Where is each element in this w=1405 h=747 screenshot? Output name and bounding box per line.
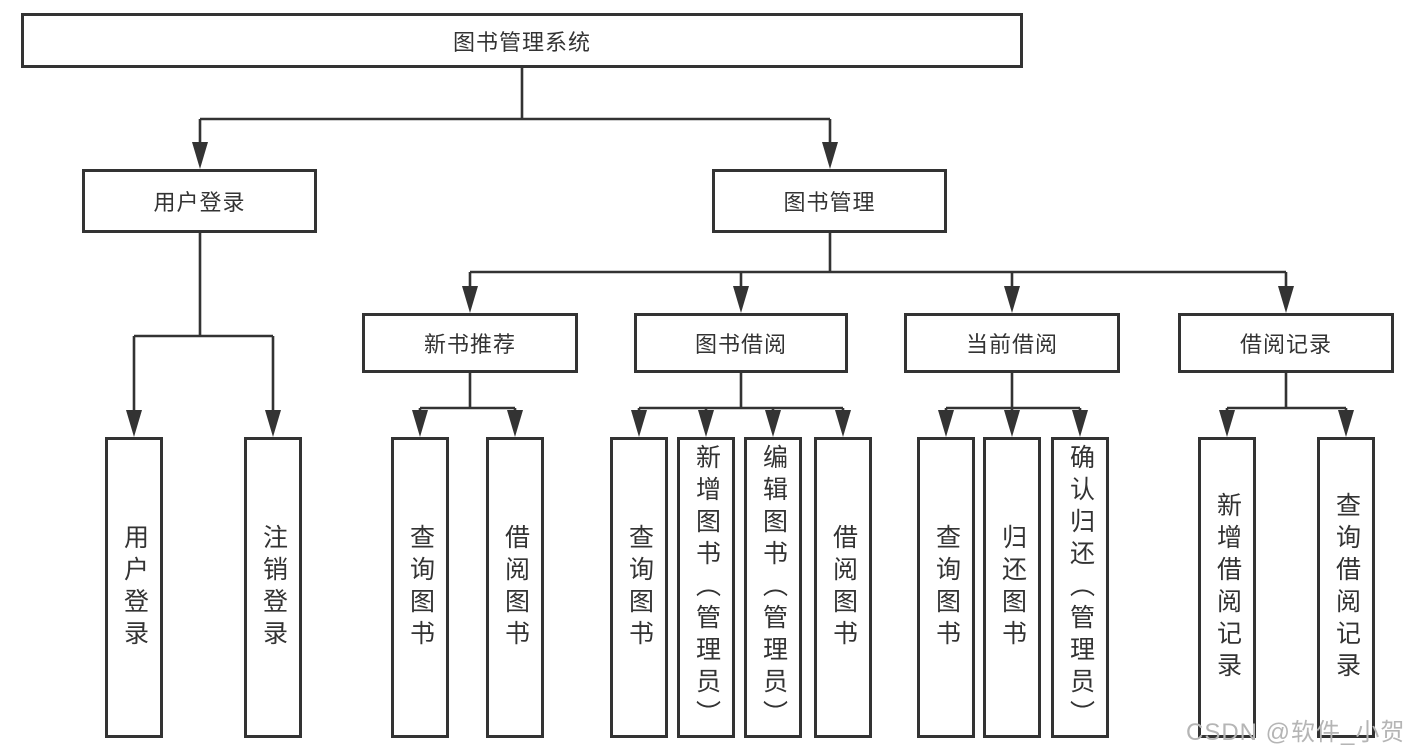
node-leaf-borrowing-query-books: 查询图书 [610,437,668,738]
arrowhead [1278,286,1294,313]
node-user-login-branch: 用户登录 [82,169,317,233]
arrowhead [765,410,781,437]
arrowhead [1219,410,1235,437]
arrowhead [938,410,954,437]
node-current-borrowing: 当前借阅 [904,313,1120,373]
arrowhead [631,410,647,437]
node-library-management-system: 图书管理系统 [21,13,1023,68]
node-leaf-return-books: 归还图书 [983,437,1041,738]
node-leaf-recommend-borrow-books: 借阅图书 [486,437,544,738]
node-new-book-recommend: 新书推荐 [362,313,578,373]
node-leaf-edit-books-admin: 编辑图书（管理员） [744,437,802,738]
node-leaf-add-books-admin: 新增图书（管理员） [677,437,735,738]
arrowhead [835,410,851,437]
node-leaf-user-login: 用户登录 [105,437,163,738]
arrowhead [507,410,523,437]
node-book-management-branch: 图书管理 [712,169,947,233]
node-leaf-borrow-books: 借阅图书 [814,437,872,738]
node-leaf-confirm-return-admin: 确认归还（管理员） [1051,437,1109,738]
arrowhead [733,286,749,313]
csdn-watermark: CSDN @软件_小贺同学 [1186,719,1405,746]
node-book-borrowing: 图书借阅 [634,313,848,373]
arrowhead [412,410,428,437]
arrowhead [462,286,478,313]
arrowhead [126,410,142,437]
arrowhead [822,142,838,169]
arrowhead [192,142,208,169]
node-leaf-recommend-query-books: 查询图书 [391,437,449,738]
node-leaf-query-borrow-record: 查询借阅记录 [1317,437,1375,738]
arrowhead [1004,410,1020,437]
arrowhead [1072,410,1088,437]
node-leaf-logout: 注销登录 [244,437,302,738]
arrowhead [265,410,281,437]
node-borrowing-records: 借阅记录 [1178,313,1394,373]
node-leaf-current-query-books: 查询图书 [917,437,975,738]
node-leaf-add-borrow-record: 新增借阅记录 [1198,437,1256,738]
arrowhead [1004,286,1020,313]
arrowhead [698,410,714,437]
arrowhead [1338,410,1354,437]
